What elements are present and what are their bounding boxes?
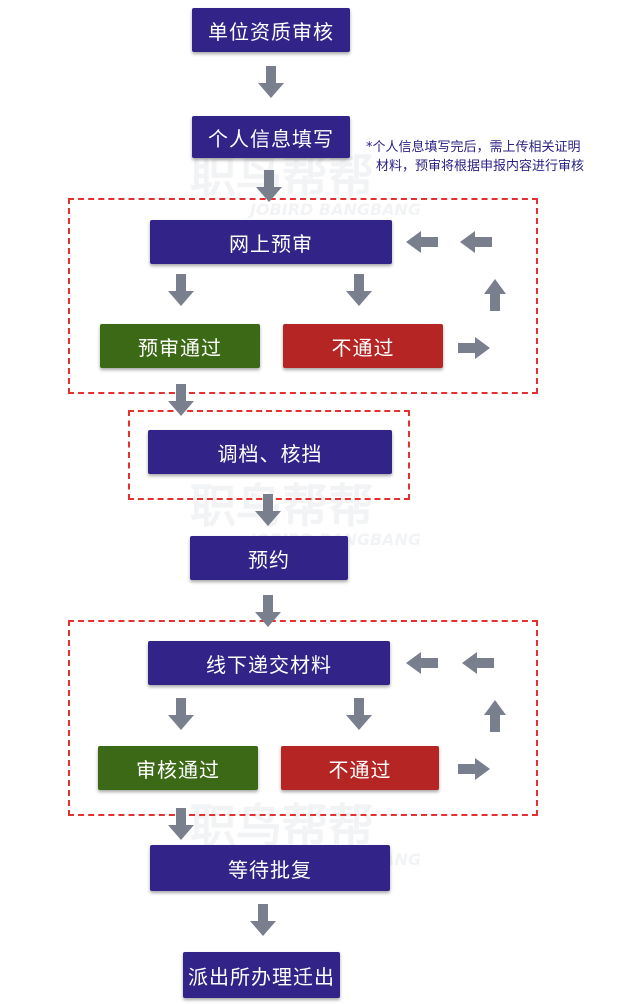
arrow-down-2 bbox=[256, 170, 282, 202]
step-online-review-label: 网上预审 bbox=[229, 231, 313, 256]
arrow-right-loop2 bbox=[458, 758, 490, 780]
step-police-transfer: 派出所办理迁出 bbox=[183, 952, 340, 998]
online-review-fail: 不通过 bbox=[283, 324, 443, 368]
step-personal-info: 个人信息填写 bbox=[192, 116, 350, 158]
step-offline-submit: 线下递交材料 bbox=[148, 641, 390, 685]
step-appointment-label: 预约 bbox=[248, 547, 290, 572]
note-line-1: *个人信息填写完后，需上传相关证明 bbox=[366, 140, 581, 155]
offline-review-pass-label: 审核通过 bbox=[136, 757, 220, 782]
arrow-down-4 bbox=[346, 274, 372, 306]
offline-review-pass: 审核通过 bbox=[98, 746, 258, 790]
offline-review-fail-label: 不通过 bbox=[328, 757, 392, 782]
offline-review-fail: 不通过 bbox=[281, 746, 439, 790]
step-online-review: 网上预审 bbox=[150, 220, 392, 264]
step-appointment: 预约 bbox=[190, 536, 348, 580]
offline-submit-group bbox=[68, 620, 538, 816]
arrow-left-loop2a bbox=[462, 652, 494, 674]
arrow-down-5 bbox=[168, 384, 194, 416]
arrow-down-11 bbox=[250, 904, 276, 936]
step-await-approval: 等待批复 bbox=[150, 845, 390, 891]
arrow-left-loop1a bbox=[460, 231, 492, 253]
personal-info-note: *个人信息填写完后，需上传相关证明 材料，预审将根据申报内容进行审核 bbox=[366, 138, 584, 176]
arrow-left-loop1b bbox=[406, 231, 438, 253]
watermark-logo-1: 职鸟帮帮 bbox=[190, 149, 374, 203]
arrow-left-loop2b bbox=[406, 652, 438, 674]
note-line-2: 材料，预审将根据申报内容进行审核 bbox=[376, 159, 585, 174]
arrow-right-loop1 bbox=[458, 337, 490, 359]
step-await-approval-label: 等待批复 bbox=[228, 857, 312, 882]
step-police-transfer-label: 派出所办理迁出 bbox=[188, 964, 335, 989]
arrow-down-1 bbox=[258, 66, 284, 98]
arrow-down-9 bbox=[346, 698, 372, 730]
online-review-group bbox=[68, 198, 538, 394]
arrow-down-7 bbox=[255, 595, 281, 627]
step-unit-qualification-label: 单位资质审核 bbox=[208, 19, 334, 44]
watermark-sub-1: JOBIRD BANGBANG bbox=[250, 200, 422, 219]
watermark-logo-2: 职鸟帮帮 bbox=[190, 479, 374, 533]
step-unit-qualification: 单位资质审核 bbox=[192, 8, 350, 52]
arrow-down-6 bbox=[255, 494, 281, 526]
watermark-logo-3: 职鸟帮帮 bbox=[190, 799, 374, 853]
step-archive-check-label: 调档、核挡 bbox=[217, 441, 323, 466]
arrow-up-loop1 bbox=[484, 279, 506, 311]
arrow-down-3 bbox=[168, 274, 194, 306]
step-offline-submit-label: 线下递交材料 bbox=[206, 652, 332, 677]
online-review-pass-label: 预审通过 bbox=[138, 335, 222, 360]
online-review-fail-label: 不通过 bbox=[331, 335, 395, 360]
arrow-down-10 bbox=[168, 808, 194, 840]
online-review-pass: 预审通过 bbox=[100, 324, 260, 368]
step-archive-check: 调档、核挡 bbox=[148, 430, 392, 474]
arrow-up-loop2 bbox=[484, 700, 506, 732]
step-personal-info-label: 个人信息填写 bbox=[208, 126, 334, 151]
arrow-down-8 bbox=[168, 698, 194, 730]
